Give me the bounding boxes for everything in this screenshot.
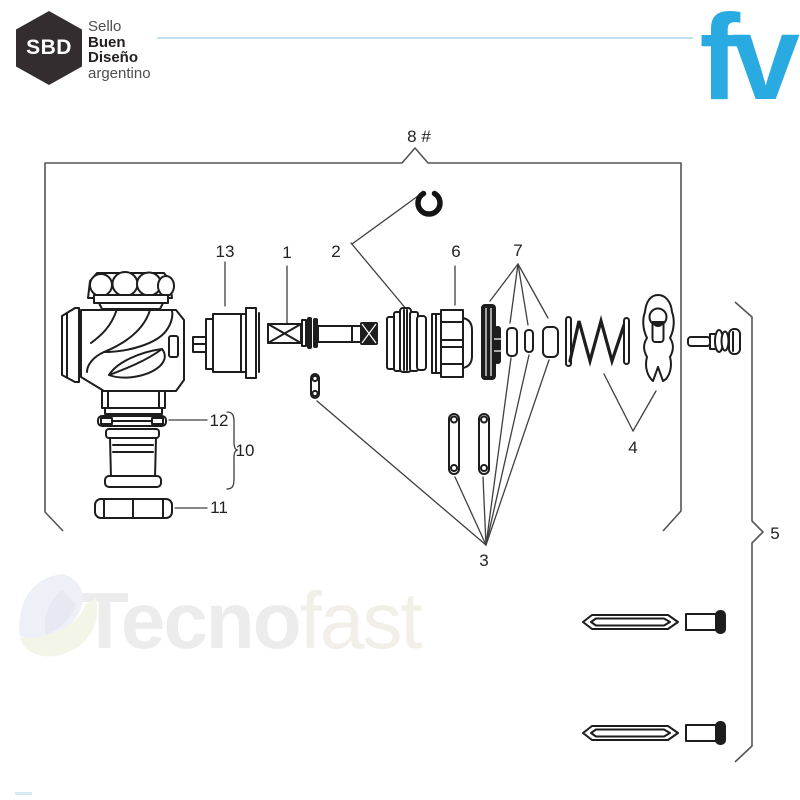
sbd-line-1: Sello <box>88 18 122 35</box>
leader-lines <box>168 195 657 546</box>
tailpiece <box>104 428 162 488</box>
sbd-logo: SBD <box>16 11 82 85</box>
sbd-line-3: Diseño <box>88 49 139 66</box>
tailpiece-bracket <box>226 411 239 490</box>
mounting-fasteners-row-2 <box>582 721 726 745</box>
mounting-fasteners-row-1 <box>582 610 726 634</box>
inlet-cap <box>61 307 80 383</box>
stem <box>267 317 378 349</box>
outlet <box>101 390 166 409</box>
handle-screw <box>687 328 741 355</box>
watermark-text: Tecnofast <box>80 575 423 667</box>
bottom-watermark-fragment <box>15 792 32 795</box>
label-7: 7 <box>513 241 523 260</box>
watermark-leaf-icon <box>19 574 98 657</box>
watermark-bold: Tecno <box>80 576 302 665</box>
screw-set-bracket <box>734 301 764 763</box>
label-1: 1 <box>282 243 292 262</box>
label-4: 4 <box>628 438 638 457</box>
stem-pin <box>310 373 320 399</box>
piston <box>386 307 427 373</box>
valve-body <box>61 271 185 415</box>
label-kit-8: 8 # <box>407 127 431 146</box>
seal-set <box>481 304 559 380</box>
sbd-abbr: SBD <box>26 36 72 59</box>
coupling-nut <box>94 498 173 519</box>
watermark-light: fast <box>299 576 423 665</box>
label-2: 2 <box>331 242 341 261</box>
sbd-caption: Sello Buen Diseño argentino <box>88 19 151 81</box>
flat-washer <box>97 415 167 427</box>
sbd-line-4: argentino <box>88 64 151 82</box>
fv-logo: fv <box>700 0 800 125</box>
label-13: 13 <box>215 242 235 261</box>
cage <box>431 309 473 378</box>
pins <box>448 413 490 475</box>
label-3: 3 <box>479 551 489 570</box>
body-tab <box>168 335 179 358</box>
sbd-line-2: Buen <box>88 33 126 51</box>
e-clip <box>415 170 443 217</box>
label-10: 10 <box>235 441 255 460</box>
kit-bracket <box>44 147 682 532</box>
label-11: 11 <box>210 498 228 517</box>
spring <box>565 314 630 368</box>
label-12: 12 <box>209 411 229 430</box>
cartridge <box>192 307 260 379</box>
label-6: 6 <box>451 242 461 261</box>
header-rule <box>157 37 693 39</box>
label-5: 5 <box>770 524 780 543</box>
handle-socket <box>642 294 675 382</box>
